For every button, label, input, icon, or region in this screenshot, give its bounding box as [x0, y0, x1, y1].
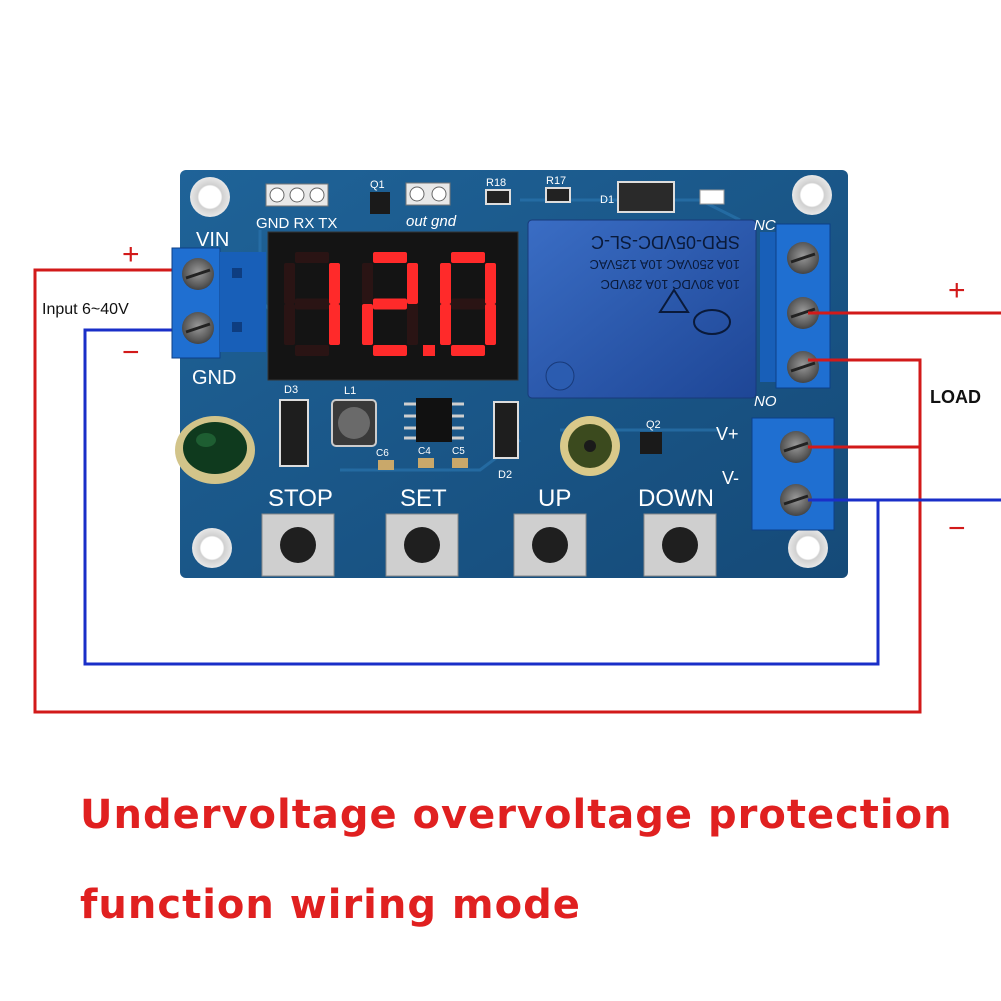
segment-f	[440, 263, 451, 304]
d2-diode: D2	[493, 401, 519, 481]
segment-c	[329, 304, 340, 345]
capacitor-left	[175, 416, 255, 484]
segment-d	[295, 345, 329, 356]
d1-label: D1	[600, 194, 614, 206]
vminus-label: V-	[722, 468, 739, 488]
mounting-hole	[192, 528, 232, 568]
q2-transistor: Q2	[640, 419, 662, 454]
out-gnd-label: out gnd	[406, 213, 457, 230]
display-digit	[440, 252, 496, 356]
stop-button[interactable]	[261, 513, 335, 577]
out-gnd-header: out gnd	[405, 182, 457, 230]
gnd-label: GND	[192, 367, 236, 389]
segment-a	[451, 252, 485, 263]
relay-model-label: SRD-05VDC-SL-C	[591, 232, 740, 252]
vin-label: VIN	[196, 229, 229, 251]
caption-line-1: Undervoltage overvoltage protection	[80, 792, 953, 838]
display-digit	[362, 252, 418, 356]
l1-label: L1	[344, 385, 356, 397]
segment-b	[407, 263, 418, 304]
d1-diode: D1	[600, 181, 725, 213]
r18-resistor: R18	[485, 177, 511, 205]
up-label: UP	[538, 485, 571, 512]
segment-b	[329, 263, 340, 304]
l1-inductor: L1	[331, 385, 377, 447]
c5-label: C5	[452, 446, 465, 457]
segment-a	[295, 252, 329, 263]
r17-label: R17	[546, 175, 566, 187]
input-terminal-block	[171, 247, 266, 359]
no-label: NO	[754, 393, 777, 410]
nc-label: NC	[754, 217, 776, 234]
segment-g	[373, 298, 407, 310]
set-button[interactable]	[385, 513, 459, 577]
small-capacitors: C6 C4 C5	[376, 446, 468, 470]
segment-g	[295, 298, 329, 310]
relay-terminal-block	[760, 223, 831, 389]
relay-rating-1: 10A 250VAC 10A 125VAC	[589, 257, 740, 272]
load-minus-sign: −	[948, 512, 966, 545]
c6-label: C6	[376, 448, 389, 459]
relay-rating-2: 10A 30VDC 10A 28VDC	[601, 277, 740, 292]
relay: SRD-05VDC-SL-C 10A 250VAC 10A 125VAC 10A…	[527, 219, 757, 399]
segment-e	[440, 304, 451, 345]
d3-label: D3	[284, 384, 298, 396]
r17-resistor: R17	[545, 175, 571, 203]
load-plus-sign: +	[948, 274, 966, 307]
serial-pin-label: GND RX TX	[256, 215, 337, 232]
segment-e	[284, 304, 295, 345]
segment-b	[485, 263, 496, 304]
input-minus-sign: −	[122, 336, 140, 369]
d3-diode: D3	[279, 384, 309, 467]
q1-transistor: Q1	[370, 179, 390, 214]
power-terminal-block	[751, 417, 835, 531]
decimal-point-segment	[423, 345, 435, 356]
mounting-hole	[190, 177, 230, 217]
segment-c	[407, 304, 418, 345]
d2-label: D2	[498, 469, 512, 481]
up-button[interactable]	[513, 513, 587, 577]
segment-f	[284, 263, 295, 304]
down-label: DOWN	[638, 485, 714, 512]
c4-label: C4	[418, 446, 431, 457]
segment-d	[451, 345, 485, 356]
segment-e	[362, 304, 373, 345]
segment-a	[373, 252, 407, 263]
serial-header: GND RX TX	[256, 183, 337, 232]
segment-f	[362, 263, 373, 304]
segment-g	[451, 298, 485, 310]
seven-segment-display	[267, 231, 519, 381]
mounting-hole	[788, 528, 828, 568]
display-digits	[284, 252, 496, 356]
input-voltage-label: Input 6~40V	[42, 301, 129, 318]
r18-label: R18	[486, 177, 506, 189]
caption-line-2: function wiring mode	[80, 882, 581, 928]
q1-label: Q1	[370, 179, 385, 191]
stop-label: STOP	[268, 485, 333, 512]
set-label: SET	[400, 485, 447, 512]
vplus-label: V+	[716, 424, 739, 444]
q2-label: Q2	[646, 419, 661, 431]
ic-chip	[404, 398, 464, 442]
buzzer	[560, 416, 620, 476]
display-digit	[284, 252, 340, 356]
load-label: LOAD	[930, 387, 981, 407]
mounting-hole	[792, 175, 832, 215]
input-plus-sign: +	[122, 238, 140, 271]
segment-c	[485, 304, 496, 345]
segment-d	[373, 345, 407, 356]
down-button[interactable]	[643, 513, 717, 577]
